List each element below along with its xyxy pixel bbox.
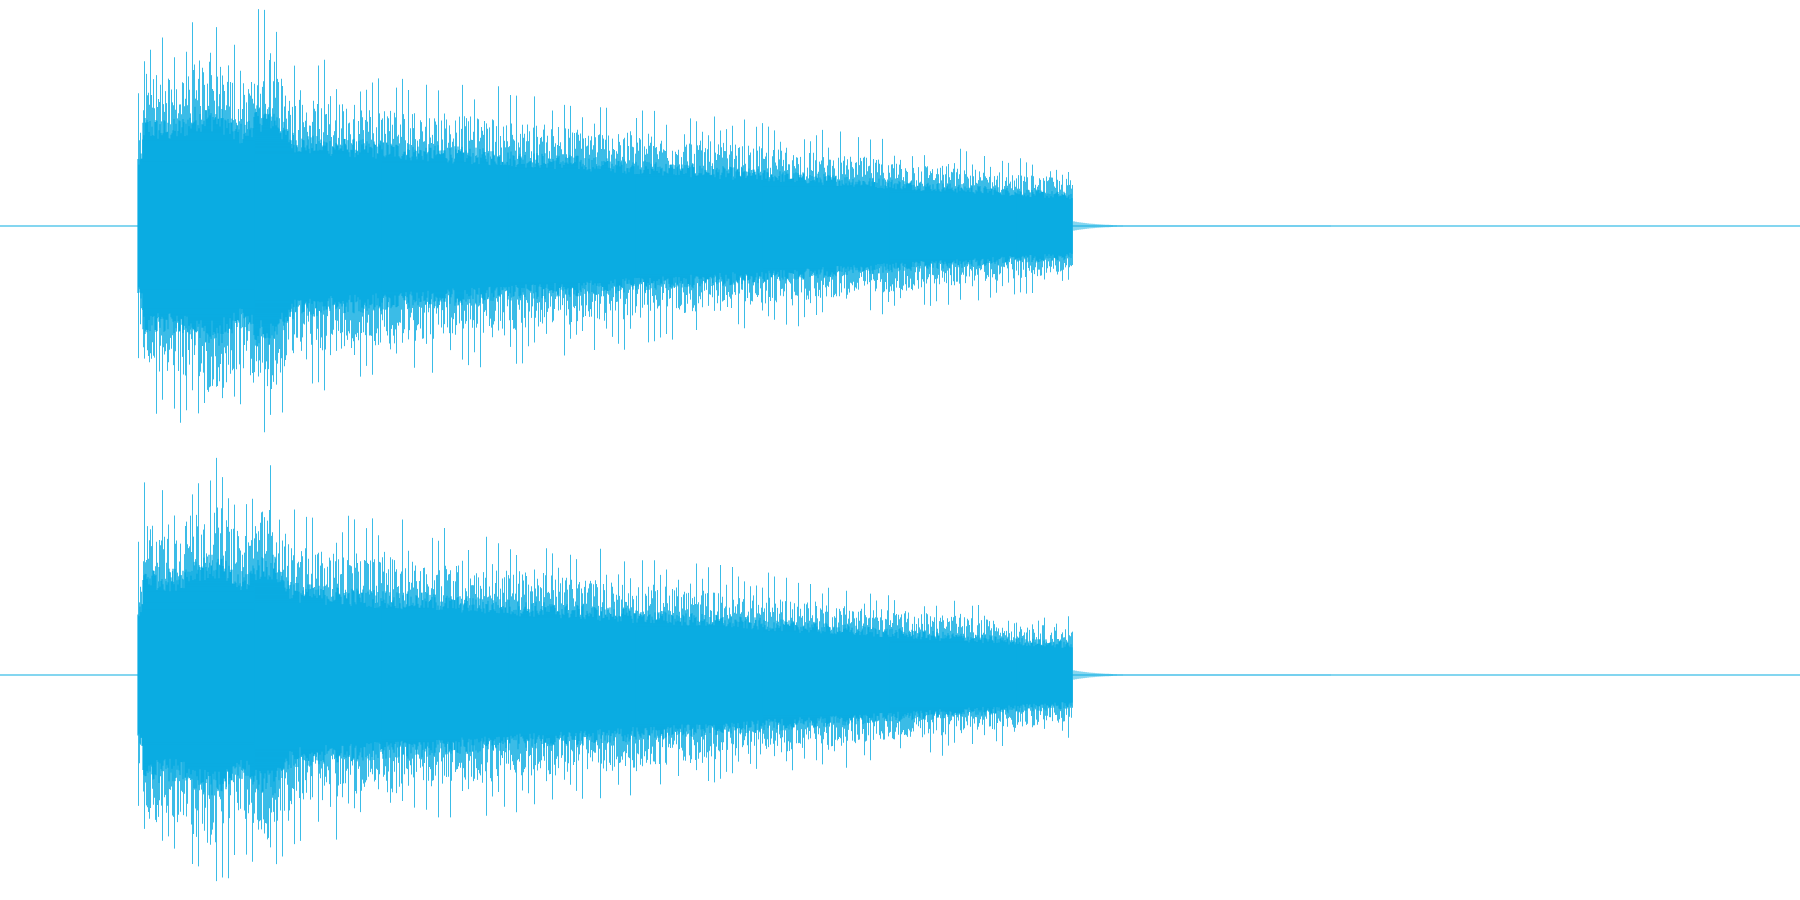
waveform-channel-2 bbox=[0, 457, 1800, 882]
channel-1-tail bbox=[1071, 221, 1331, 231]
waveform-channel-1 bbox=[0, 9, 1800, 433]
channel-1-body bbox=[137, 105, 1073, 347]
channel-2-tail bbox=[1071, 670, 1331, 680]
channel-2-peaks bbox=[138, 457, 1073, 882]
channel-2-body bbox=[137, 554, 1073, 796]
channel-1-peaks bbox=[138, 9, 1073, 433]
